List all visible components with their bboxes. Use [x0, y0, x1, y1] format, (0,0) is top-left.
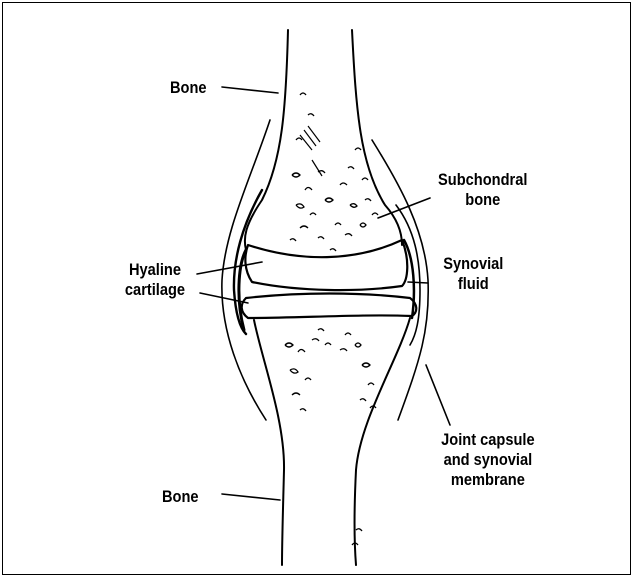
- label-joint-capsule-line3: membrane: [432, 470, 544, 490]
- label-synovial-line1: Synovial: [432, 254, 515, 274]
- lower-bone-outline-left: [254, 320, 284, 565]
- lower-cartilage: [242, 294, 417, 319]
- label-joint-capsule-line1: Joint capsule: [432, 430, 544, 450]
- label-subchondral-line1: Subchondral: [432, 170, 533, 190]
- leader-synovial-fluid: [408, 282, 428, 283]
- leader-joint-capsule: [426, 365, 450, 425]
- label-hyaline-line2: cartilage: [112, 280, 198, 300]
- upper-trabecular-texture: [290, 93, 378, 251]
- leader-hyaline-1: [197, 262, 262, 274]
- label-bone-bottom: Bone: [162, 487, 199, 507]
- upper-hatching: [300, 126, 322, 176]
- leader-hyaline-2: [200, 293, 248, 303]
- label-subchondral-bone: Subchondral bone: [432, 170, 533, 210]
- label-bone-top: Bone: [170, 78, 207, 98]
- label-subchondral-line2: bone: [432, 190, 533, 210]
- lower-bone-outline-right: [355, 318, 411, 565]
- leader-subchondral: [378, 198, 430, 218]
- upper-bone-outline-left: [245, 30, 288, 250]
- upper-cartilage: [245, 240, 407, 290]
- label-hyaline-cartilage: Hyaline cartilage: [112, 260, 198, 300]
- leader-bone-bottom: [222, 494, 280, 500]
- label-synovial-line2: fluid: [432, 274, 515, 294]
- upper-bone-outline-right: [352, 30, 402, 245]
- label-joint-capsule-line2: and synovial: [432, 450, 544, 470]
- label-synovial-fluid: Synovial fluid: [432, 254, 515, 294]
- leader-bone-top: [222, 87, 278, 93]
- label-joint-capsule: Joint capsule and synovial membrane: [432, 430, 544, 490]
- label-hyaline-line1: Hyaline: [112, 260, 198, 280]
